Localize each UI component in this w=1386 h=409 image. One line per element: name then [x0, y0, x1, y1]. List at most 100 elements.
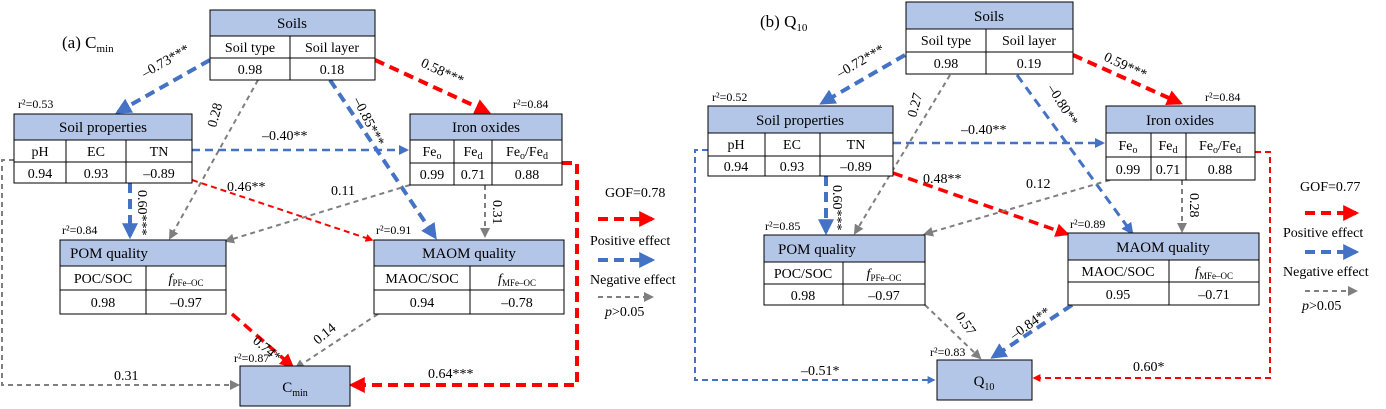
soil-properties-val-ph-b: 0.94 [724, 160, 749, 175]
coef-props-iron-b: –0.40** [960, 123, 1007, 138]
iron-oxides-col-ratio-b: Feo/Fed [1199, 139, 1241, 156]
coef-iron-cmin: 0.64*** [428, 367, 474, 382]
pom-r2: r²=0.84 [62, 223, 97, 237]
iron-oxides-val-ratio-b: 0.88 [1208, 163, 1233, 178]
coef-soils-props-b: –0.72*** [834, 42, 888, 82]
legend-a-nonsig: p>0.05 [604, 305, 644, 320]
pom-val-pocsoc: 0.98 [91, 296, 116, 311]
arrow-soil-properties-to-q10-b [694, 149, 936, 384]
soil-properties-val-ph: 0.94 [28, 167, 53, 182]
maom-r2: r²=0.91 [376, 223, 411, 237]
iron-oxides-val-ratio: 0.88 [515, 168, 540, 183]
coef-soils-maom: –0.85*** [349, 94, 387, 148]
arrow-maom-to-cmin [294, 313, 379, 370]
iron-oxides-title: Iron oxides [452, 120, 520, 136]
legend-a-gof: GOF=0.78 [605, 186, 665, 201]
arrow-soils-to-pom-b [853, 74, 951, 235]
coef-iron-pom: 0.11 [331, 184, 355, 199]
panel-b-arrows [694, 53, 1271, 384]
soil-properties-col-ec: EC [87, 145, 105, 160]
arrow-pom-to-cmin [230, 312, 295, 368]
soils-col-layer-b: Soil layer [1002, 34, 1056, 49]
cmin-r2: r²=0.87 [234, 351, 269, 365]
soils-col-type-b: Soil type [921, 34, 971, 49]
box-iron-oxides: r²=0.84 Iron oxides Feo Fed Feo/Fed 0.99… [409, 97, 563, 186]
box-soil-properties: r²=0.53 Soil properties pH EC TN 0.94 0.… [13, 97, 193, 184]
coef-iron-pom-b: 0.12 [1026, 177, 1051, 192]
legend-a-negative: Negative effect [590, 273, 676, 288]
soils-title-b: Soils [974, 9, 1004, 25]
soil-properties-val-tn-b: –0.89 [839, 160, 872, 175]
soils-val-layer: 0.18 [320, 63, 345, 78]
legend-b-positive: Positive effect [1283, 226, 1363, 241]
arrow-soils-to-soil-properties [115, 58, 211, 114]
panel-a: (a) Cmin –0.73*** 0.58*** 0.28 –0.85*** … [1, 9, 676, 407]
arrow-pom-to-q10-b [924, 304, 982, 360]
iron-oxides-val-feo: 0.99 [420, 168, 445, 183]
legend-b-nonsig: p>0.05 [1301, 299, 1341, 314]
iron-oxides-r2: r²=0.84 [513, 97, 548, 111]
maom-r2-b: r²=0.89 [1070, 217, 1105, 231]
box-soils: Soils Soil type Soil layer 0.98 0.18 [209, 9, 376, 81]
legend-a-positive: Positive effect [590, 234, 670, 249]
maom-val-maocsoc-b: 0.95 [1106, 288, 1131, 303]
maom-val-fmfe-b: –0.71 [1197, 288, 1230, 303]
box-soils-b: Soils Soil type Soil layer 0.98 0.19 [905, 1, 1074, 75]
iron-oxides-title-b: Iron oxides [1146, 113, 1214, 129]
soils-val-type-b: 0.98 [934, 57, 959, 72]
coef-props-cmin: 0.31 [114, 369, 139, 384]
pom-title: POM quality [70, 246, 148, 262]
iron-oxides-val-fed: 0.71 [461, 168, 486, 183]
box-pom-quality: r²=0.84 POM quality POC/SOC fPFe–OC 0.98… [59, 223, 227, 315]
pom-r2-b: r²=0.85 [765, 219, 800, 233]
soils-col-layer: Soil layer [305, 41, 359, 56]
pom-val-fpfe: –0.97 [169, 296, 202, 311]
maom-title: MAOM quality [422, 246, 516, 262]
soil-properties-col-ph-b: pH [727, 138, 744, 153]
soil-properties-r2: r²=0.53 [18, 97, 53, 111]
iron-oxides-col-feo: Feo [423, 145, 442, 162]
panel-b: (b) Q10 –0.72*** 0.59*** 0.27 –0.80** –0… [694, 1, 1369, 401]
maom-title-b: MAOM quality [1116, 240, 1210, 256]
pom-val-fpfe-b: –0.97 [867, 289, 900, 304]
pom-col-pocsoc-b: POC/SOC [774, 267, 832, 282]
soil-properties-val-ec-b: 0.93 [780, 160, 805, 175]
panel-a-coefficients: –0.73*** 0.58*** 0.28 –0.85*** –0.40** 0… [114, 42, 504, 384]
iron-oxides-col-ratio: Feo/Fed [506, 145, 548, 162]
coef-props-q10-b: –0.51* [800, 364, 840, 379]
arrow-soils-to-iron-oxides [374, 58, 491, 114]
panel-a-label: (a) Cmin [62, 33, 114, 55]
legend-b-gof: GOF=0.77 [1300, 180, 1360, 195]
box-q10: r²=0.83 Q10 [930, 345, 1033, 401]
arrow-soils-to-maom-b [1015, 74, 1134, 235]
iron-oxides-val-feo-b: 0.99 [1116, 163, 1141, 178]
maom-col-fmfe-b: fMFe–OC [1195, 265, 1233, 281]
arrow-iron-oxides-to-cmin [348, 161, 579, 393]
coef-props-maom-b: 0.48** [923, 172, 962, 187]
arrow-soil-properties-to-maom [191, 179, 374, 242]
arrow-soils-to-iron-oxides-b [1072, 53, 1183, 106]
pom-col-pocsoc: POC/SOC [74, 272, 132, 287]
legend-a: GOF=0.78 Positive effect Negative effect… [590, 186, 676, 320]
soils-val-type: 0.98 [238, 63, 263, 78]
soil-properties-col-tn-b: TN [847, 138, 866, 153]
maom-val-fmfe: –0.78 [500, 296, 533, 311]
soil-properties-title-b: Soil properties [756, 113, 844, 129]
box-soil-properties-b: r²=0.52 Soil properties pH EC TN 0.94 0.… [707, 90, 894, 177]
soils-col-type: Soil type [225, 41, 275, 56]
pom-title-b: POM quality [778, 242, 856, 258]
arrow-soil-properties-to-cmin [1, 159, 240, 390]
coef-props-maom: 0.46** [227, 180, 266, 195]
coef-soils-props: –0.73*** [139, 42, 193, 82]
soil-properties-val-tn: –0.89 [142, 167, 175, 182]
legend-b-negative: Negative effect [1283, 265, 1369, 280]
iron-oxides-col-feo-b: Feo [1119, 139, 1138, 156]
coef-props-pom-b: 0.60*** [829, 185, 844, 231]
soil-properties-val-ec: 0.93 [84, 167, 109, 182]
panel-a-arrows [1, 58, 579, 393]
legend-b: GOF=0.77 Positive effect Negative effect… [1283, 180, 1369, 314]
soil-properties-col-ec-b: EC [783, 138, 801, 153]
box-maom-quality-b: r²=0.89 MAOM quality MAOC/SOC fMFe–OC 0.… [1067, 217, 1260, 306]
pom-col-fpfe-b: fPFe–OC [867, 267, 902, 283]
iron-oxides-col-fed-b: Fed [1159, 139, 1178, 156]
